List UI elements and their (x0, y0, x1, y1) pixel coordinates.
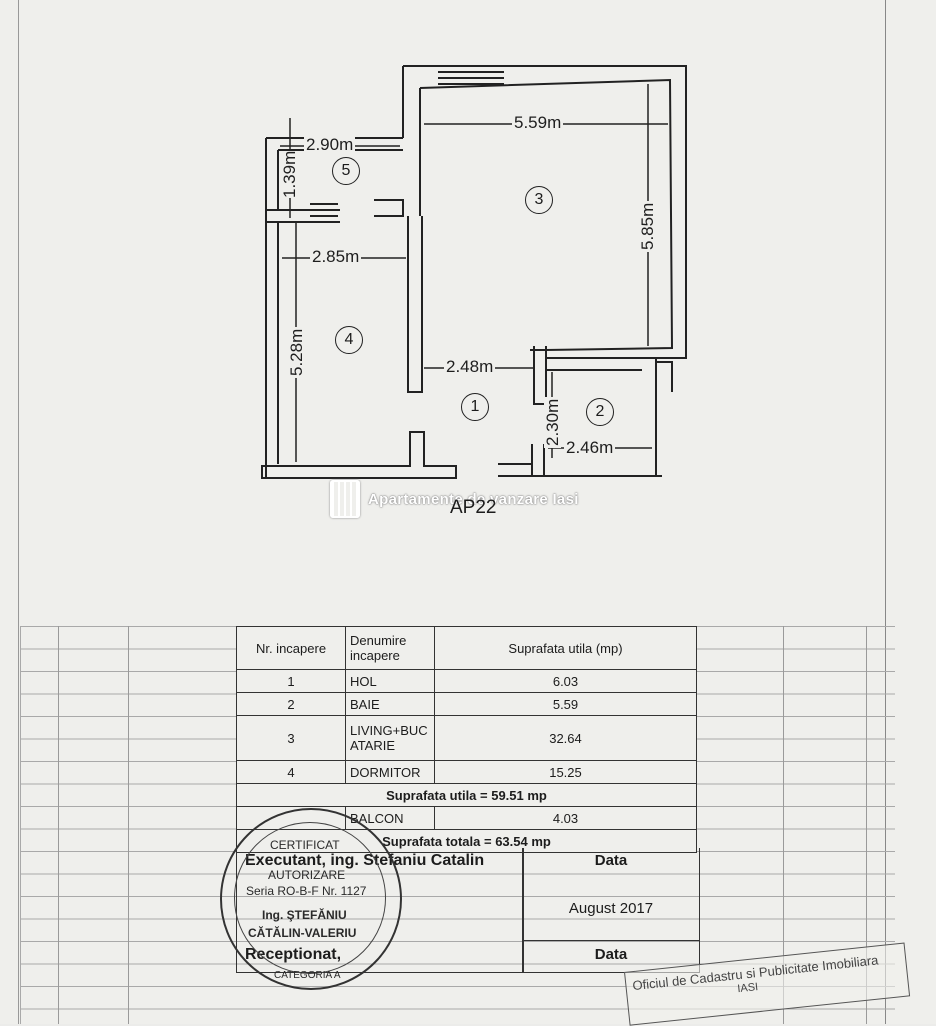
apartment-label: AP22 (450, 497, 497, 518)
stamp-line3: Seria RO-B-F Nr. 1127 (246, 884, 367, 898)
stamp-inner-ring (234, 822, 386, 974)
data-header-1: Data (594, 852, 628, 869)
row-nr: 4 (236, 760, 346, 784)
grid-line (128, 626, 129, 1024)
ocpi-line2: IASI (736, 981, 759, 996)
dim-hall-width: 2.48m (444, 357, 496, 376)
room-number-1: 1 (461, 393, 489, 421)
header-suprafata: Suprafata utila (mp) (434, 626, 697, 670)
grid-line (866, 626, 867, 1024)
suprafata-utila: Suprafata utila = 59.51 mp (236, 783, 697, 807)
balcon-area: 4.03 (434, 806, 697, 830)
stamp-category: CATEGORIA A (274, 970, 341, 981)
stamp-line2: AUTORIZARE (268, 868, 346, 882)
building-icon (330, 480, 360, 518)
data-header-2: Data (594, 946, 628, 963)
room-number-5: 5 (332, 157, 360, 185)
data-box: Data August 2017 Data (522, 848, 700, 973)
dim-bath-width: 2.46m (564, 438, 616, 457)
row-name: HOL (345, 669, 435, 693)
room-number-3: 3 (525, 186, 553, 214)
stamp-line5: CĂTĂLIN-VALERIU (248, 926, 357, 940)
row-area: 6.03 (434, 669, 697, 693)
row-area: 5.59 (434, 692, 697, 716)
dim-living-width: 5.59m (512, 113, 564, 132)
row-name: DORMITOR (345, 760, 435, 784)
stamp-line4: Ing. ŞTEFĂNIU (262, 908, 347, 922)
row-area: 32.64 (434, 715, 697, 761)
room-number-4: 4 (335, 326, 363, 354)
paper-edge-left (18, 0, 19, 1024)
row-nr: 2 (236, 692, 346, 716)
dim-living-height: 5.85m (638, 200, 657, 252)
grid-line (783, 626, 784, 1024)
dim-room5-width: 2.90m (304, 135, 356, 154)
data-value-1: August 2017 (568, 900, 654, 917)
row-name: BAIE (345, 692, 435, 716)
paper-edge-right (885, 0, 886, 1024)
row-area: 15.25 (434, 760, 697, 784)
row-nr: 1 (236, 669, 346, 693)
data-divider (523, 940, 699, 941)
dim-bath-height: 2.30m (543, 396, 562, 448)
header-denumire: Denumire incapere (345, 626, 435, 670)
watermark: Apartamente de vanzare Iasi (330, 480, 579, 518)
row-nr: 3 (236, 715, 346, 761)
dim-room5-height: 1.39m (280, 150, 299, 198)
grid-line (58, 626, 59, 1024)
dim-bedroom-height: 5.28m (287, 326, 306, 378)
watermark-text: Apartamente de vanzare Iasi (368, 490, 579, 508)
floor-plan (261, 65, 687, 479)
row-name: LIVING+BUCATARIE (345, 715, 435, 761)
authorization-stamp: CERTIFICAT AUTORIZARE Seria RO-B-F Nr. 1… (220, 808, 402, 990)
stamp-line1: CERTIFICAT (270, 838, 340, 852)
dim-bedroom-width: 2.85m (310, 247, 362, 266)
room-number-2: 2 (586, 398, 614, 426)
header-nr: Nr. incapere (236, 626, 346, 670)
